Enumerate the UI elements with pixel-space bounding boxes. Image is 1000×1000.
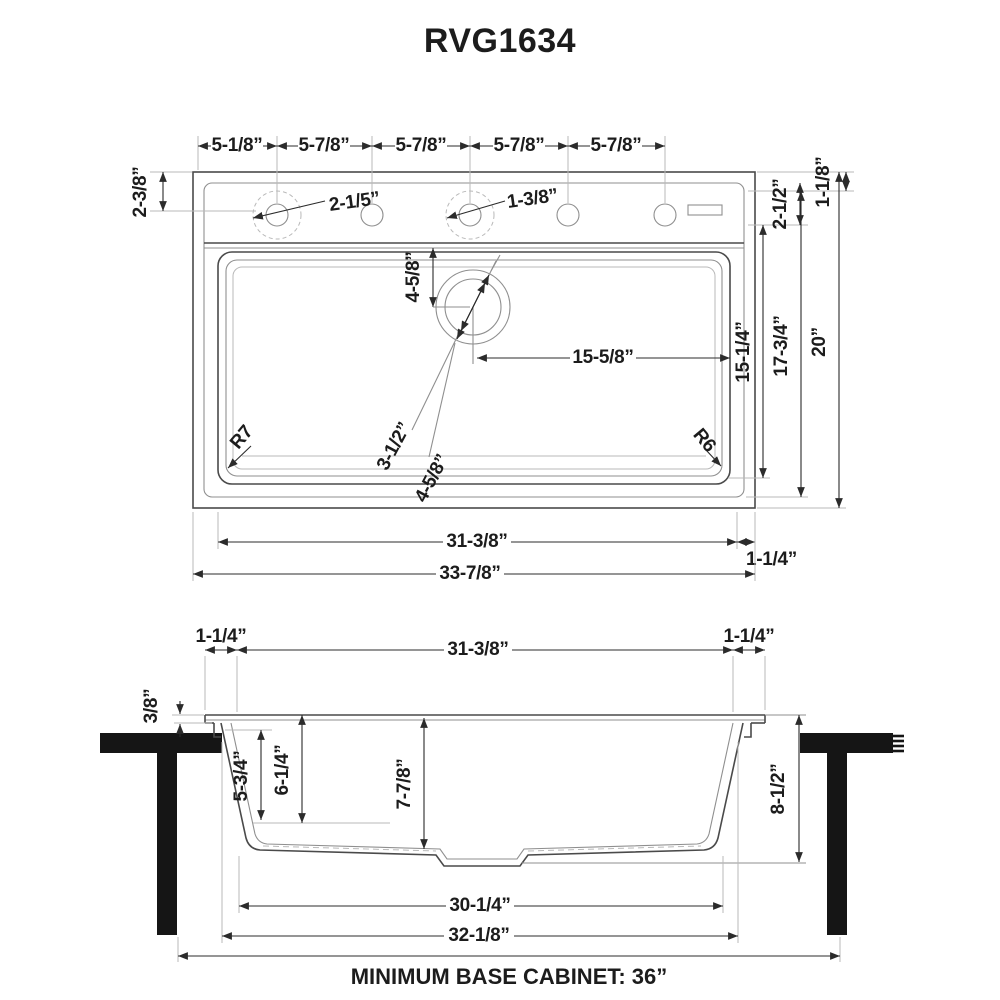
bowl-bottom-texture	[262, 845, 702, 852]
dims-section-top: 1-1/4” 31-3/8” 1-1/4”	[195, 626, 775, 712]
sink-deck-edge	[203, 182, 745, 498]
faucet-hole-1	[265, 203, 289, 227]
dims-right-side: 1-1/8” 2-1/2” 15-1/4” 17-3/4” 20”	[728, 156, 854, 509]
radius-left-label: R7	[226, 422, 257, 454]
dim-sec-edge-right-label: 1-1/4”	[723, 626, 774, 647]
dim-spacing-2: 5-7/8”	[298, 135, 349, 156]
dim-bowl-depth-label: 15-1/4”	[733, 321, 754, 382]
faucet-holes	[252, 190, 723, 240]
dim-hole-large-label: 2-1/5”	[328, 188, 381, 216]
dim-hole-spacing: 5-1/8” 5-7/8” 5-7/8” 5-7/8” 5-7/8”	[197, 135, 666, 203]
top-view: 5-1/8” 5-7/8” 5-7/8” 5-7/8” 5-7/8” 2-3/8…	[130, 135, 854, 584]
dim-drain-from-right-label: 15-5/8”	[572, 347, 633, 368]
dim-drain-outer-dia-label: 4-5/8”	[411, 451, 453, 506]
dim-bottom-width-label: 30-1/4”	[449, 895, 510, 916]
dim-inner-depth-label: 17-3/4”	[771, 315, 792, 376]
faucet-hole-3	[458, 203, 482, 227]
faucet-hole-4	[556, 203, 580, 227]
faucet-hole-2	[360, 203, 384, 227]
bowl-inner-wall	[230, 722, 734, 860]
dim-rim-height: 3/8”	[141, 689, 212, 737]
sink-outer-edge	[192, 171, 756, 509]
dim-spacing-5: 5-7/8”	[590, 135, 641, 156]
bowl-ledge	[225, 259, 723, 477]
dim-spacing-1: 5-1/8”	[211, 135, 262, 156]
rim-lip-right	[744, 723, 752, 738]
dim-edge-right-label: 1-1/4”	[746, 549, 797, 570]
dim-outer-bottom-width-label: 32-1/8”	[448, 925, 509, 946]
dim-left-offset: 2-3/8”	[130, 166, 256, 218]
countertop-right	[800, 733, 893, 753]
dims-top-view-bottom: 31-3/8” 1-1/4” 33-7/8”	[192, 512, 797, 584]
bowl-outer-wall	[220, 722, 744, 867]
rim-lip-left	[213, 723, 221, 738]
dim-hole-small-label: 1-3/8”	[506, 185, 559, 213]
countertop-and-cabinet	[100, 733, 904, 935]
dim-depth-mid-label: 6-1/4”	[272, 744, 293, 795]
section-view: 1-1/4” 31-3/8” 1-1/4” 3/8” 5-3/4” 6-1/4”…	[100, 626, 904, 989]
dim-drain-inner-dia-label: 3-1/2”	[373, 419, 415, 474]
dim-spacing-3: 5-7/8”	[395, 135, 446, 156]
dims-drain: 4-5/8” 15-5/8” 3-1/2” 4-5/8”	[373, 247, 730, 506]
deck-knockout-plate	[687, 204, 723, 216]
countertop-left	[100, 733, 222, 753]
dim-base-cabinet: MINIMUM BASE CABINET: 36”	[177, 937, 841, 989]
dim-overall-height-label: 8-1/2”	[768, 763, 789, 814]
dim-rim-height-label: 3/8”	[141, 689, 162, 724]
dim-bowl-width-label: 31-3/8”	[446, 531, 507, 552]
corner-radii: R7 R6	[226, 422, 722, 469]
dim-drain-from-deck-label: 4-5/8”	[403, 251, 424, 302]
dim-depth-front-label: 5-3/4”	[231, 750, 252, 801]
bowl-rim	[217, 251, 731, 485]
dim-spacing-4: 5-7/8”	[493, 135, 544, 156]
cabinet-note-label: MINIMUM BASE CABINET: 36”	[351, 964, 668, 989]
dim-left-offset-label: 2-3/8”	[130, 166, 151, 217]
dim-overall-depth-label: 20”	[809, 327, 830, 357]
dim-overall-width-label: 33-7/8”	[439, 563, 500, 584]
dim-deck-depth-label: 2-1/2”	[770, 178, 791, 229]
dims-section-depths: 5-3/4” 6-1/4” 7-7/8” 8-1/2”	[225, 714, 806, 864]
dim-depth-drain-label: 7-7/8”	[394, 758, 415, 809]
dim-sec-edge-left-label: 1-1/4”	[195, 626, 246, 647]
dim-sec-top-width-label: 31-3/8”	[447, 639, 508, 660]
bowl-inner-edge	[232, 266, 716, 470]
faucet-hole-5	[653, 203, 677, 227]
cabinet-leg-left	[157, 753, 177, 935]
hole-diameter-leaders: 2-1/5” 1-3/8”	[252, 185, 559, 220]
dim-rim-right-label: 1-1/8”	[813, 156, 834, 207]
cabinet-leg-right	[827, 753, 847, 935]
page-title: RVG1634	[424, 22, 576, 60]
dims-section-bottom: 30-1/4” 32-1/8”	[221, 742, 739, 946]
